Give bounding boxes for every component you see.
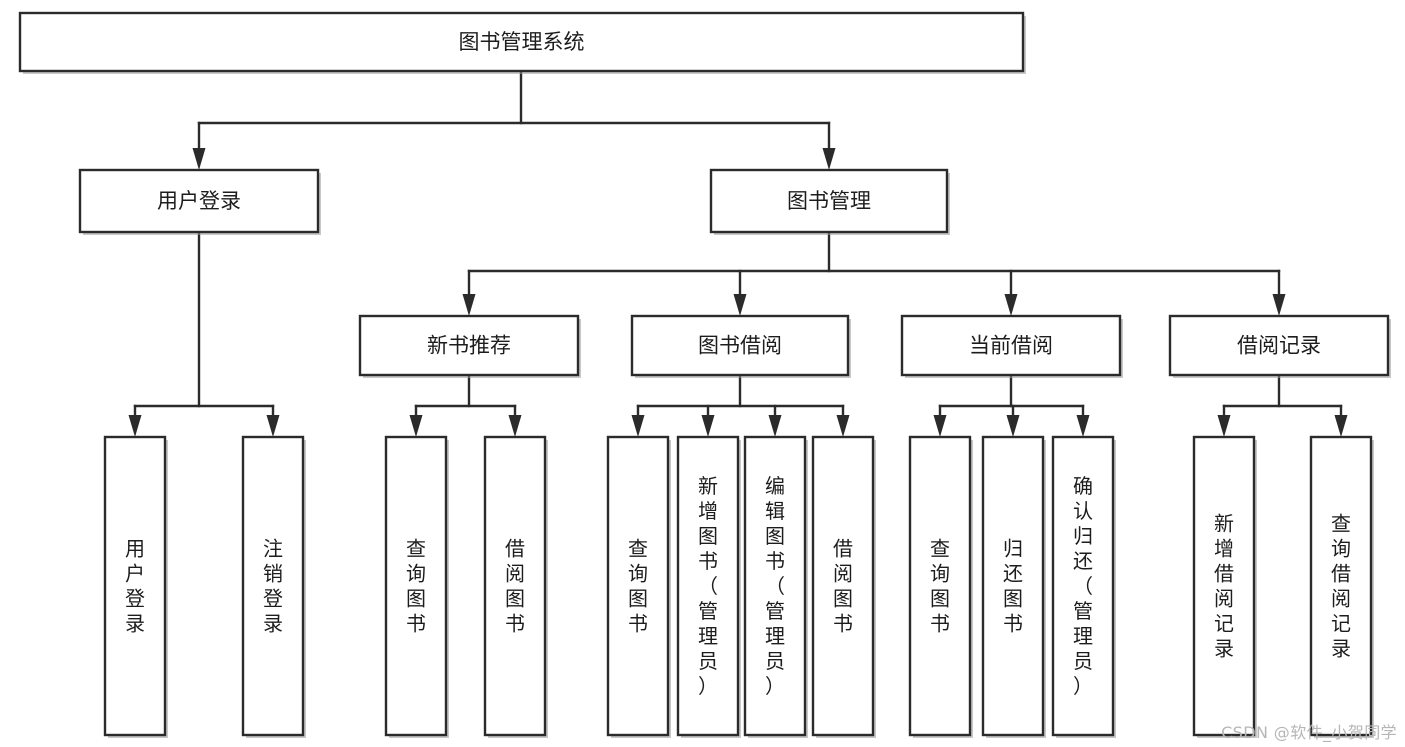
node-label: 用户登录	[157, 189, 241, 213]
node-box[interactable]	[676, 435, 740, 737]
node-box[interactable]	[908, 435, 972, 737]
node-leaf-return-book[interactable]: 归还图书	[981, 435, 1046, 738]
node-label: 确认归还（管理员）	[1073, 474, 1093, 698]
edge-arrowhead	[631, 415, 645, 437]
node-box[interactable]	[78, 168, 320, 234]
edge-group-root-to-modules	[192, 69, 836, 170]
node-label: 查询图书	[930, 537, 950, 636]
node-current-borrow[interactable]: 当前借阅	[900, 314, 1123, 378]
node-leaf-add-borrow-record[interactable]: 新增借阅记录	[1192, 435, 1257, 738]
node-box[interactable]	[709, 168, 949, 234]
node-box[interactable]	[18, 11, 1025, 73]
node-label: 归还图书	[1003, 537, 1023, 636]
node-leaf-user-login[interactable]: 用户登录	[103, 435, 168, 738]
node-box[interactable]	[1309, 435, 1373, 737]
edge-group-user-login-to-leaves	[128, 230, 280, 437]
node-label: 借阅记录	[1237, 334, 1321, 358]
edge-arrowhead	[1006, 415, 1020, 437]
node-box[interactable]	[103, 435, 167, 737]
edge-group-modules-to-submodules	[462, 230, 1286, 316]
node-label: 图书管理系统	[459, 30, 585, 54]
edge-arrowhead	[933, 415, 947, 437]
edge-arrowhead	[836, 415, 850, 437]
node-label: 用户登录	[125, 537, 145, 636]
edge-arrowhead	[462, 294, 476, 316]
node-box[interactable]	[384, 435, 448, 737]
edge-arrowhead	[1004, 294, 1018, 316]
edge-arrowhead	[409, 415, 423, 437]
edge-arrowhead	[1217, 415, 1231, 437]
node-book-borrow[interactable]: 图书借阅	[630, 314, 851, 378]
node-book-management[interactable]: 图书管理	[709, 168, 950, 235]
node-leaf-add-book[interactable]: 新增图书（管理员）	[676, 435, 741, 738]
node-box[interactable]	[811, 435, 875, 737]
node-box[interactable]	[358, 314, 580, 377]
node-leaf-query-book-2[interactable]: 查询图书	[606, 435, 671, 738]
edge-arrowhead	[733, 294, 747, 316]
node-leaf-borrow-book-2[interactable]: 借阅图书	[811, 435, 876, 738]
csdn-watermark: CSDN @软件_小贺同学	[1221, 723, 1397, 742]
node-label: 注销登录	[263, 537, 283, 636]
node-box[interactable]	[1051, 435, 1115, 737]
node-leaf-query-book-3[interactable]: 查询图书	[908, 435, 973, 738]
node-box[interactable]	[900, 314, 1122, 377]
node-leaf-query-book-1[interactable]: 查询图书	[384, 435, 449, 738]
node-label: 图书借阅	[698, 334, 782, 358]
node-label: 查询借阅记录	[1331, 512, 1351, 661]
edge-arrowhead	[768, 415, 782, 437]
node-box[interactable]	[606, 435, 670, 737]
edge-group-recommend-to-leaves	[409, 373, 522, 437]
node-root[interactable]: 图书管理系统	[18, 11, 1026, 74]
node-box[interactable]	[241, 435, 305, 737]
node-box[interactable]	[1192, 435, 1256, 737]
edge-arrowhead	[508, 415, 522, 437]
node-label: 新书推荐	[427, 334, 511, 358]
node-label: 编辑图书（管理员）	[765, 474, 785, 698]
node-label: 图书管理	[787, 189, 871, 213]
edges-layer	[128, 69, 1348, 437]
edge-arrowhead	[266, 415, 280, 437]
node-leaf-borrow-book-1[interactable]: 借阅图书	[483, 435, 548, 738]
edge-group-current-to-leaves	[933, 373, 1090, 437]
node-leaf-logout-login[interactable]: 注销登录	[241, 435, 306, 738]
edge-arrowhead	[1272, 294, 1286, 316]
node-new-book-recommend[interactable]: 新书推荐	[358, 314, 581, 378]
node-label: 当前借阅	[969, 334, 1053, 358]
node-leaf-edit-book[interactable]: 编辑图书（管理员）	[743, 435, 808, 738]
edge-group-borrow-to-leaves	[631, 373, 850, 437]
node-label: 借阅图书	[505, 537, 525, 636]
node-label: 新增借阅记录	[1214, 512, 1234, 661]
node-user-login[interactable]: 用户登录	[78, 168, 321, 235]
node-leaf-confirm-return[interactable]: 确认归还（管理员）	[1051, 435, 1116, 738]
node-label: 查询图书	[628, 537, 648, 636]
node-box[interactable]	[981, 435, 1045, 737]
node-label: 借阅图书	[833, 537, 853, 636]
node-label: 新增图书（管理员）	[698, 474, 718, 698]
edge-arrowhead	[822, 148, 836, 170]
edge-arrowhead	[1334, 415, 1348, 437]
edge-arrowhead	[128, 415, 142, 437]
node-box[interactable]	[630, 314, 850, 377]
edge-arrowhead	[701, 415, 715, 437]
edge-group-record-to-leaves	[1217, 373, 1348, 437]
node-label: 查询图书	[406, 537, 426, 636]
node-box[interactable]	[743, 435, 807, 737]
nodes-layer: 图书管理系统用户登录图书管理新书推荐图书借阅当前借阅借阅记录用户登录注销登录查询…	[18, 11, 1391, 738]
node-box[interactable]	[483, 435, 547, 737]
edge-arrowhead	[192, 148, 206, 170]
node-box[interactable]	[1168, 314, 1390, 377]
edge-arrowhead	[1076, 415, 1090, 437]
node-leaf-query-borrow-record[interactable]: 查询借阅记录	[1309, 435, 1374, 738]
node-borrow-record[interactable]: 借阅记录	[1168, 314, 1391, 378]
